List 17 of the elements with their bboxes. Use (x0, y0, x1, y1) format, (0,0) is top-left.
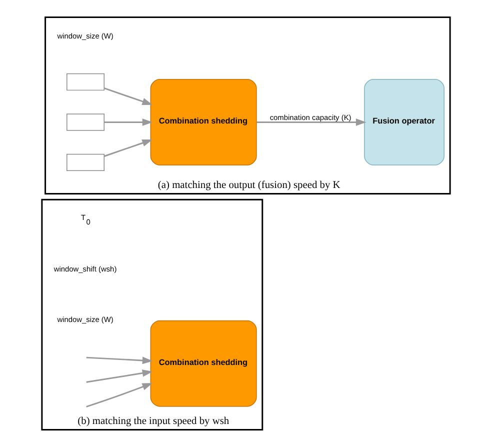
node-box (66, 114, 104, 131)
edge-label: combination capacity (K) (270, 112, 352, 122)
arrow (86, 370, 153, 383)
label: window_size (W) (57, 315, 114, 324)
arrow (104, 118, 153, 126)
node-box: Combination shedding (150, 79, 257, 166)
label: window_size (W) (57, 31, 114, 40)
node-box: Combination shedding (150, 320, 257, 407)
arrow (86, 383, 153, 408)
node-box (66, 154, 104, 171)
arrow (86, 356, 153, 364)
arrow (104, 88, 153, 105)
arrow (256, 118, 366, 126)
node-box: Fusion operator (364, 79, 444, 166)
label: window_shift (wsh) (54, 264, 117, 274)
arrow (104, 139, 153, 157)
node-box (66, 73, 104, 91)
